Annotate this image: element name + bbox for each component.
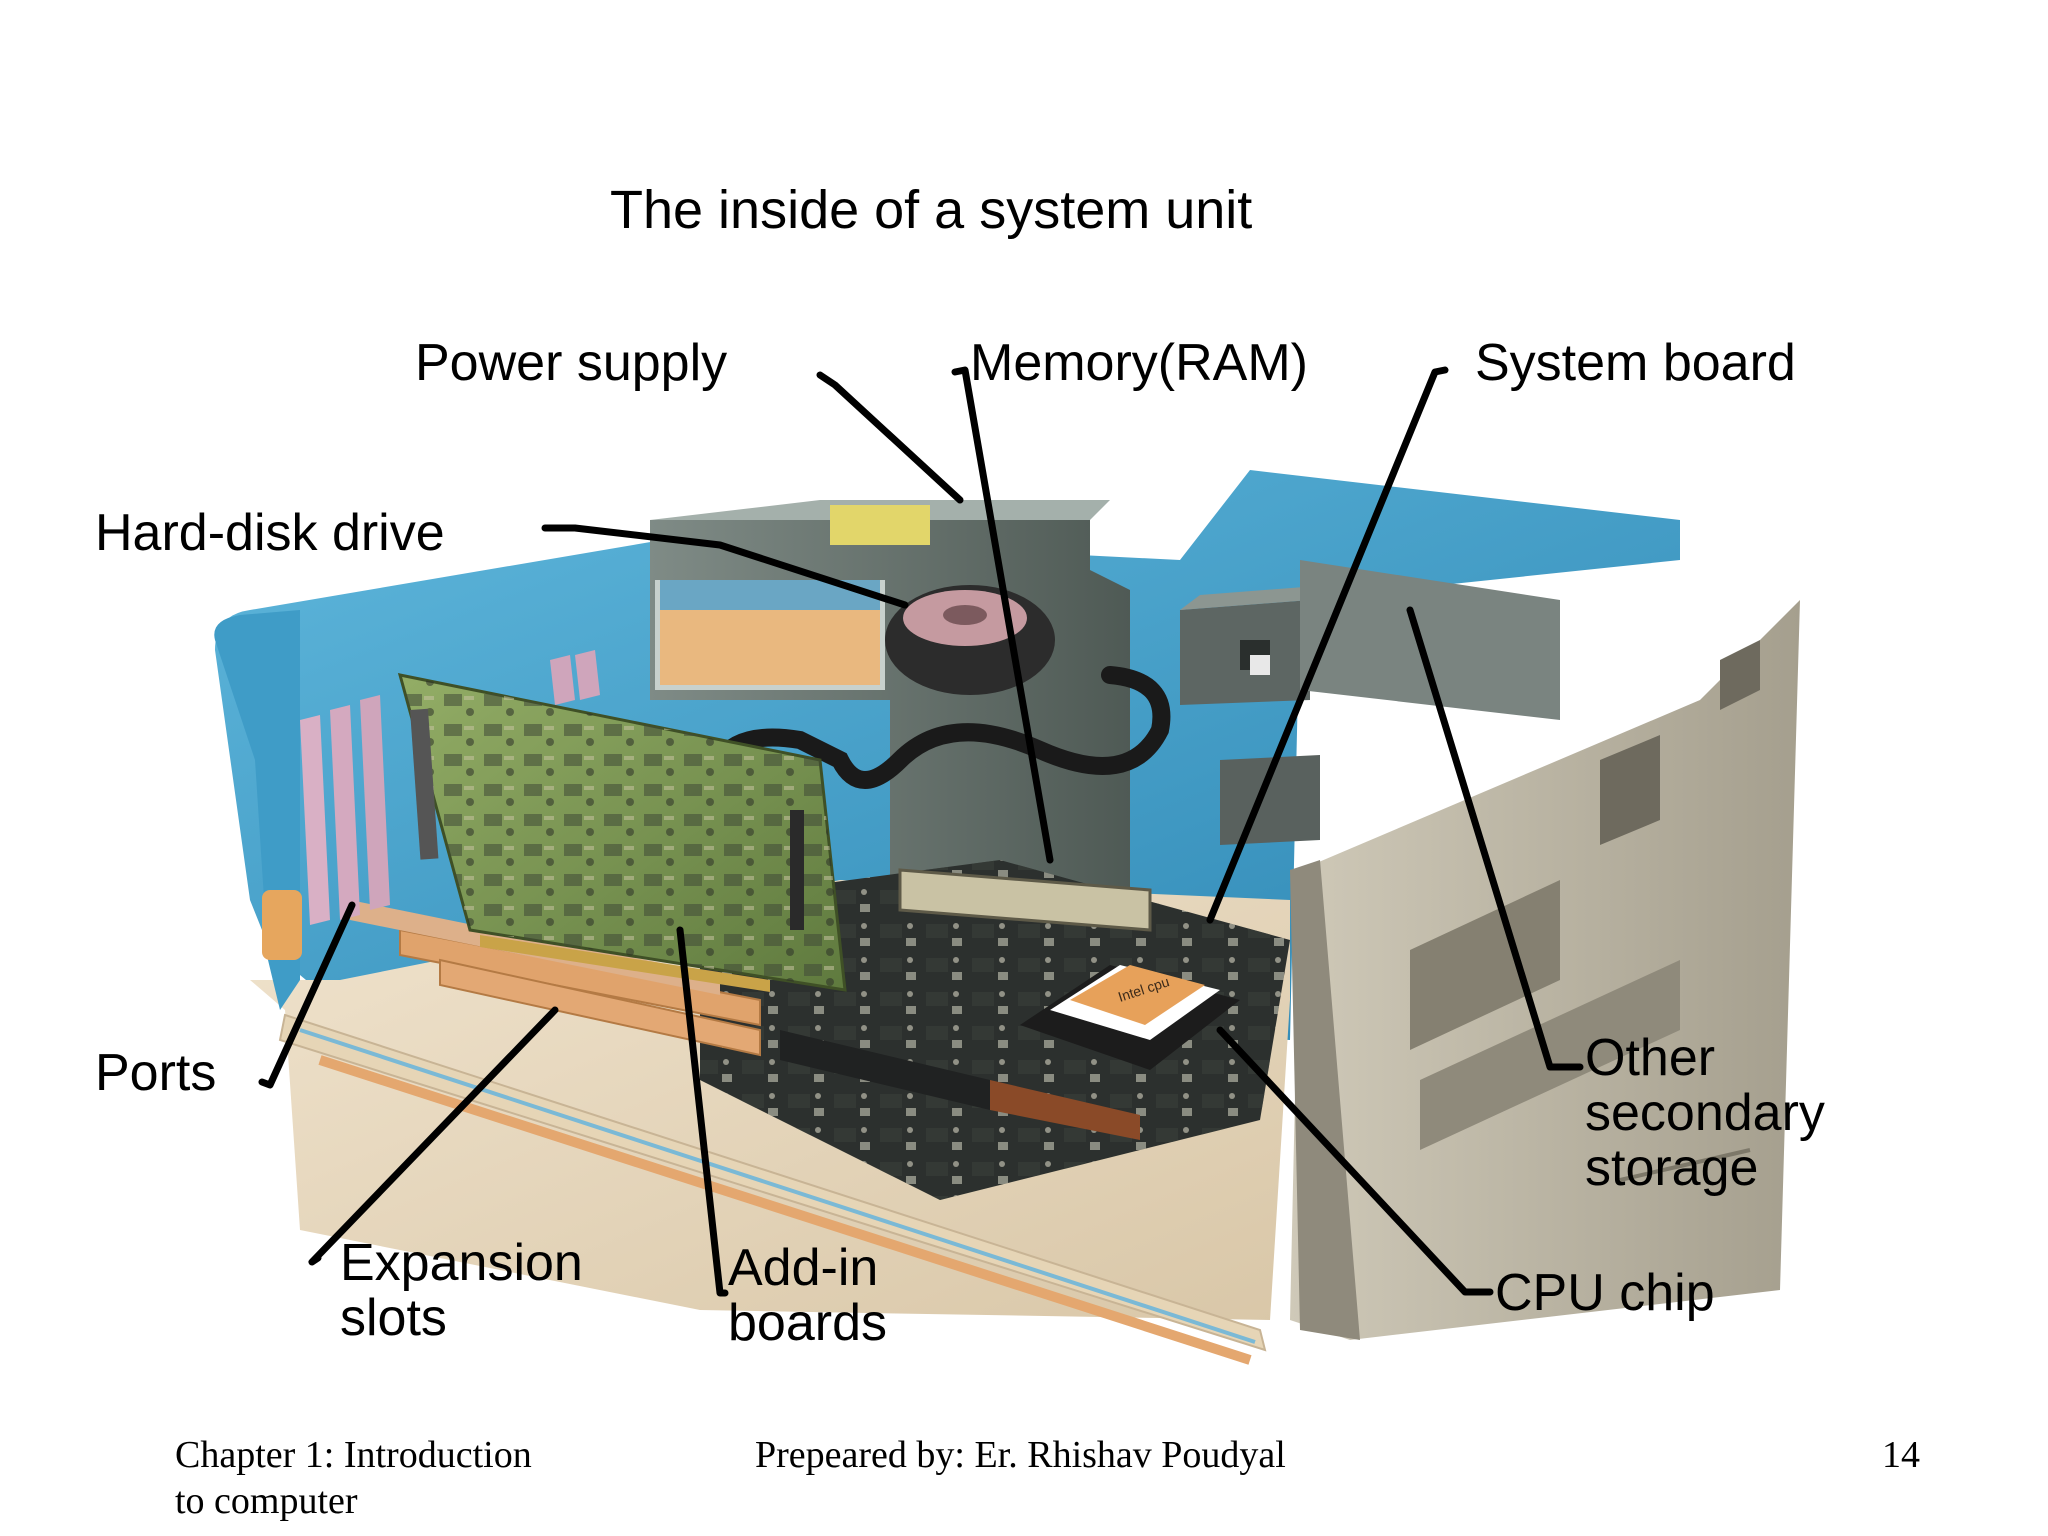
motherboard xyxy=(700,860,1290,1200)
label-ports: Ports xyxy=(95,1044,216,1102)
label-expansion-line2: slots xyxy=(340,1289,447,1347)
footer-author: Prepeared by: Er. Rhishav Poudyal xyxy=(755,1434,1286,1476)
label-hard-disk: Hard-disk drive xyxy=(95,504,445,562)
leader-add-in xyxy=(676,926,729,1297)
front-bezel xyxy=(1290,600,1800,1340)
leader-other-storage xyxy=(1406,606,1584,1071)
footer-chapter: Chapter 1: Introduction to computer xyxy=(175,1432,595,1524)
label-power-supply: Power supply xyxy=(415,334,727,392)
slot-brackets xyxy=(300,650,600,925)
ram-module xyxy=(898,868,1152,932)
cpu-chip: Intel cpu xyxy=(1020,965,1240,1070)
label-cpu: CPU chip xyxy=(1495,1264,1715,1322)
label-system-board: System board xyxy=(1475,334,1796,392)
leader-ports xyxy=(258,901,356,1089)
leader-expansion xyxy=(308,1006,559,1266)
footer-chapter-line2: to computer xyxy=(175,1480,358,1522)
leader-lines xyxy=(258,366,1584,1297)
footer-chapter-line1: Chapter 1: Introduction xyxy=(175,1434,532,1476)
diagram-title: The inside of a system unit xyxy=(610,180,1252,240)
leader-system-board xyxy=(1206,366,1449,924)
label-memory: Memory(RAM) xyxy=(970,334,1308,392)
hard-disk xyxy=(885,585,1055,695)
label-addin-line1: Add-in xyxy=(728,1239,878,1297)
add-in-board xyxy=(397,673,847,992)
leader-power-supply xyxy=(816,371,964,504)
label-other-line2: secondary xyxy=(1585,1084,1825,1142)
leader-hard-disk xyxy=(541,524,909,609)
footer-page-number: 14 xyxy=(1882,1434,1920,1476)
label-other-line1: Other xyxy=(1585,1029,1715,1087)
label-expansion-line1: Expansion xyxy=(340,1234,583,1292)
leader-memory xyxy=(951,366,1054,864)
label-addin-line2: boards xyxy=(728,1294,887,1352)
drive-bays xyxy=(1180,560,1560,845)
label-other-line3: storage xyxy=(1585,1139,1758,1197)
leader-cpu xyxy=(1216,1026,1494,1296)
